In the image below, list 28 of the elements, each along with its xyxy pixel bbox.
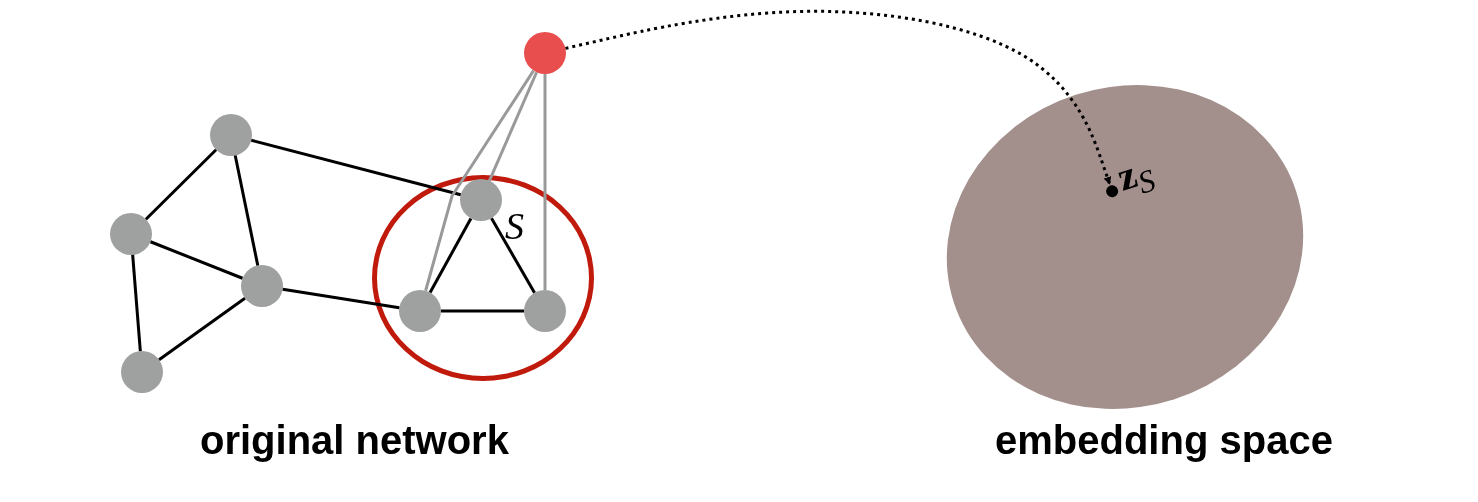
subset-circle bbox=[372, 175, 594, 381]
edge-line bbox=[144, 148, 218, 221]
graph-node bbox=[524, 290, 566, 332]
edge-line bbox=[428, 217, 473, 294]
caption-label: embedding space bbox=[995, 418, 1333, 463]
edge-line bbox=[131, 254, 142, 352]
edge-line bbox=[149, 240, 244, 280]
edge-line bbox=[490, 217, 536, 294]
edge-line bbox=[543, 74, 547, 290]
edge-line bbox=[488, 71, 538, 182]
arrow bbox=[565, 9, 1112, 185]
edge-line bbox=[158, 297, 246, 361]
edge-line bbox=[233, 155, 260, 266]
graph-node bbox=[241, 265, 283, 307]
edge-line bbox=[282, 287, 400, 310]
graph-node bbox=[110, 213, 152, 255]
graph-node bbox=[524, 32, 566, 74]
embedding-label: z$_{S}$ bbox=[1112, 150, 1159, 203]
graph-node bbox=[210, 114, 252, 156]
graph-node bbox=[121, 351, 163, 393]
graph-node bbox=[460, 179, 502, 221]
edge-line bbox=[250, 138, 462, 197]
graph-node bbox=[399, 290, 441, 332]
caption-label: original network bbox=[200, 418, 509, 463]
edge-line bbox=[441, 309, 524, 313]
subset-label: S bbox=[505, 207, 524, 245]
graph-node bbox=[1104, 183, 1120, 199]
edge-line bbox=[424, 69, 535, 292]
